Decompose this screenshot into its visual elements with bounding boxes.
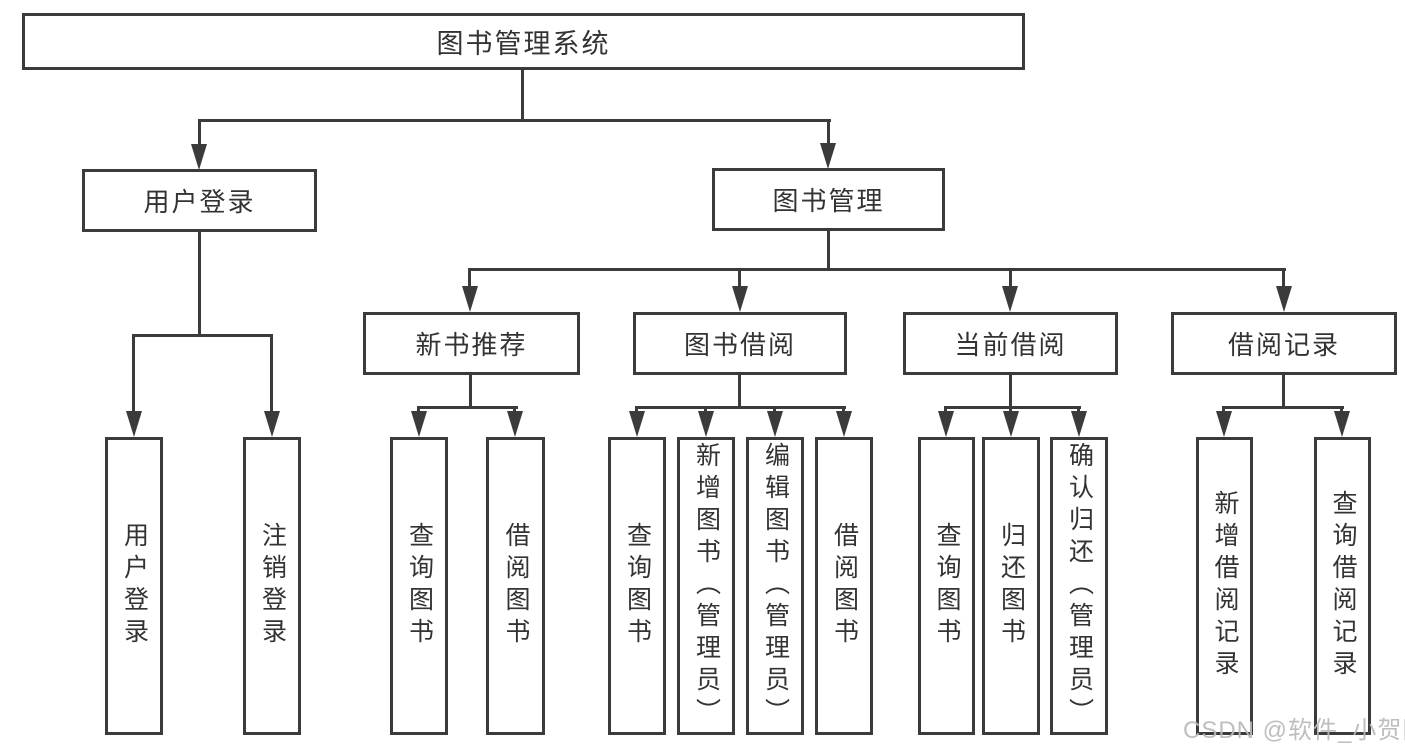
arrowhead-query-borrow-record <box>1334 411 1350 437</box>
connector-mgmt-drop-4 <box>1282 268 1285 292</box>
leaf-user-login: 用户登录 <box>105 437 163 735</box>
leaf-user-login-label: 用户登录 <box>120 522 149 650</box>
connector-login-drop-1 <box>132 334 135 414</box>
arrowhead-add-borrow-record <box>1216 411 1232 437</box>
leaf-query-borrow-record: 查询借阅记录 <box>1314 437 1371 735</box>
node-new-book-recommend-label: 新书推荐 <box>415 330 528 360</box>
arrowhead-borrow-books-recommend <box>507 411 523 437</box>
arrowhead-query-books-recommend <box>411 411 427 437</box>
leaf-borrow-books-recommend-label: 借阅图书 <box>502 522 530 650</box>
leaf-query-books-recommend-label: 查询图书 <box>405 522 434 650</box>
leaf-borrow-books-recommend: 借阅图书 <box>486 437 545 735</box>
connector-login-bar <box>132 334 273 337</box>
leaf-return-books: 归还图书 <box>982 437 1040 735</box>
arrowhead-borrow-books-borrow <box>836 411 852 437</box>
node-borrow-records-label: 借阅记录 <box>1227 330 1340 360</box>
leaf-query-books-recommend: 查询图书 <box>390 437 448 735</box>
connector-mgmt-drop-1 <box>468 268 471 292</box>
leaf-confirm-return-admin-label: 确认归还（管理员） <box>1065 442 1094 730</box>
leaf-query-books-borrow: 查询图书 <box>608 437 666 735</box>
leaf-add-books-admin: 新增图书（管理员） <box>677 437 735 735</box>
connector-root-bar <box>198 119 831 122</box>
leaf-add-borrow-record: 新增借阅记录 <box>1196 437 1253 735</box>
connector-borrow-bar <box>635 406 846 409</box>
connector-recommend-bar <box>417 406 518 409</box>
node-book-management: 图书管理 <box>712 168 945 231</box>
connector-current-stem <box>1009 375 1012 409</box>
node-current-borrow-label: 当前借阅 <box>954 330 1067 360</box>
leaf-return-books-label: 归还图书 <box>997 522 1026 650</box>
arrowhead-return-books <box>1003 411 1019 437</box>
arrowhead-confirm-return-admin <box>1071 411 1087 437</box>
watermark: CSDN @软件_小贺同学 <box>1183 717 1405 744</box>
arrowhead-add-books-admin <box>698 411 714 437</box>
leaf-borrow-books-borrow: 借阅图书 <box>815 437 873 735</box>
leaf-add-borrow-record-label: 新增借阅记录 <box>1211 490 1239 682</box>
leaf-edit-books-admin-label: 编辑图书（管理员） <box>761 442 790 730</box>
leaf-borrow-books-borrow-label: 借阅图书 <box>830 522 859 650</box>
connector-records-stem <box>1282 375 1285 409</box>
leaf-logout: 注销登录 <box>243 437 301 735</box>
arrowhead-user-login <box>191 144 207 170</box>
leaf-logout-label: 注销登录 <box>258 522 287 650</box>
node-book-borrow: 图书借阅 <box>633 312 847 375</box>
connector-root-stem <box>521 70 524 120</box>
node-borrow-records: 借阅记录 <box>1171 312 1397 375</box>
connector-mgmt-bar <box>468 268 1286 271</box>
leaf-edit-books-admin: 编辑图书（管理员） <box>746 437 804 735</box>
node-user-login-label: 用户登录 <box>143 187 256 217</box>
connector-borrow-stem <box>738 375 741 409</box>
connector-current-bar <box>944 406 1081 409</box>
leaf-query-borrow-record-label: 查询借阅记录 <box>1329 490 1357 682</box>
connector-mgmt-stem <box>827 231 830 271</box>
arrowhead-current-borrow <box>1002 286 1018 312</box>
connector-login-drop-2 <box>270 334 273 414</box>
arrowhead-book-borrow <box>732 286 748 312</box>
arrowhead-leaf-user-login <box>126 411 142 437</box>
arrowhead-borrow-records <box>1276 286 1292 312</box>
arrowhead-book-management <box>820 143 836 169</box>
connector-mgmt-drop-3 <box>1009 268 1012 292</box>
node-new-book-recommend: 新书推荐 <box>363 312 580 375</box>
connector-mgmt-drop-2 <box>738 268 741 292</box>
connector-root-drop-left <box>198 119 201 150</box>
arrowhead-edit-books-admin <box>767 411 783 437</box>
leaf-query-books-current: 查询图书 <box>918 437 975 735</box>
node-user-login: 用户登录 <box>82 169 317 232</box>
arrowhead-new-book-recommend <box>462 286 478 312</box>
arrowhead-query-books-borrow <box>629 411 645 437</box>
leaf-query-books-borrow-label: 查询图书 <box>623 522 652 650</box>
connector-recommend-stem <box>469 375 472 409</box>
arrowhead-query-books-current <box>938 411 954 437</box>
connector-login-stem <box>198 232 201 337</box>
leaf-query-books-current-label: 查询图书 <box>933 522 961 650</box>
node-root-label: 图书管理系统 <box>436 29 611 59</box>
node-current-borrow: 当前借阅 <box>903 312 1118 375</box>
node-book-borrow-label: 图书借阅 <box>683 330 796 360</box>
node-book-management-label: 图书管理 <box>772 186 885 216</box>
leaf-add-books-admin-label: 新增图书（管理员） <box>692 442 721 730</box>
connector-root-drop-right <box>827 119 830 150</box>
leaf-confirm-return-admin: 确认归还（管理员） <box>1050 437 1108 735</box>
node-root: 图书管理系统 <box>22 13 1025 70</box>
connector-records-bar <box>1222 406 1344 409</box>
arrowhead-leaf-logout <box>264 411 280 437</box>
